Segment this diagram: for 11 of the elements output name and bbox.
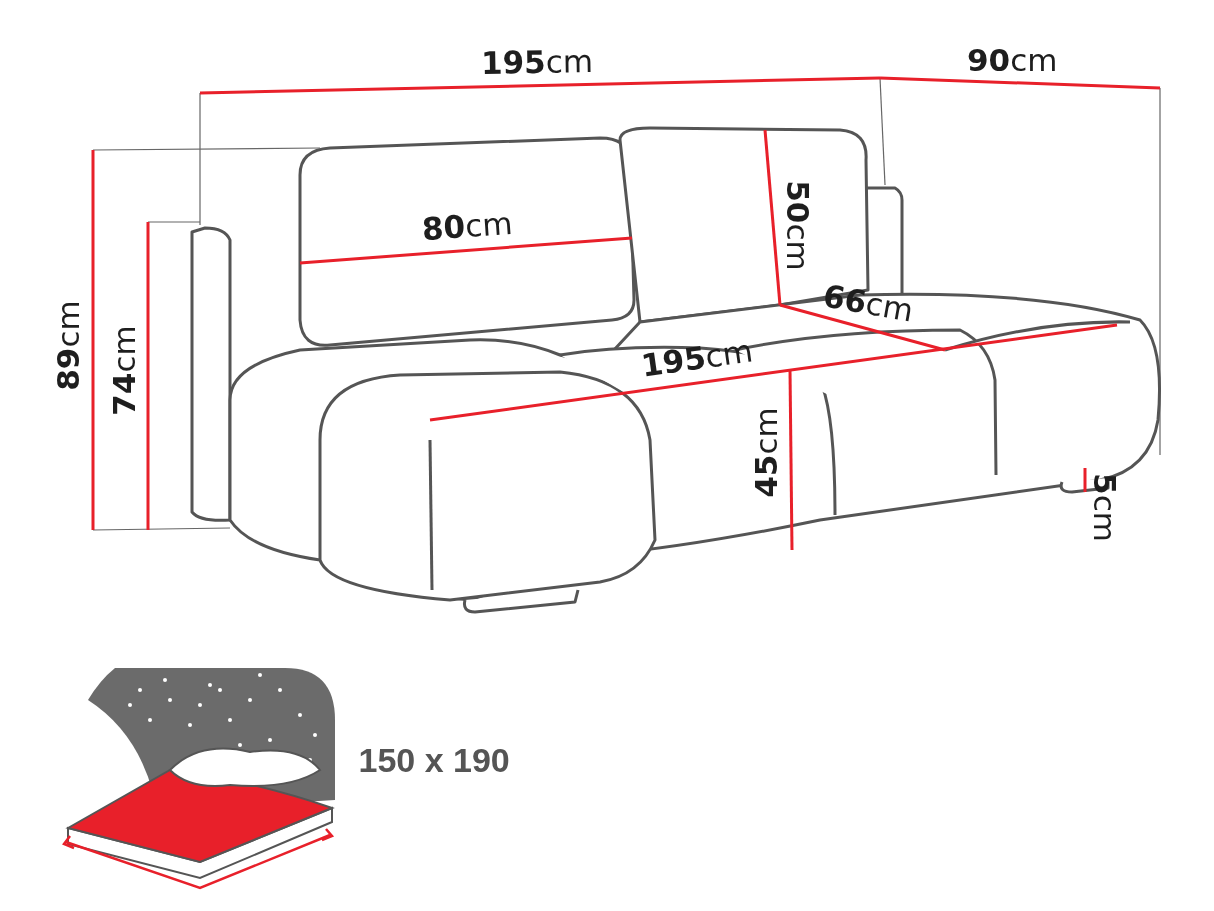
dimension-label: 74cm — [108, 324, 140, 416]
dimension-label: 5cm — [1088, 472, 1120, 542]
dimension-label: 195cm — [639, 334, 755, 382]
bed-size-label: 150 x 190 — [358, 743, 510, 777]
dimension-label: 66cm — [821, 279, 916, 327]
dimension-label: 80cm — [421, 207, 514, 245]
dimension-label: 50cm — [781, 179, 813, 271]
dimension-label: 195cm — [480, 45, 594, 79]
dimension-label: 89cm — [52, 299, 84, 391]
dimension-label: 45cm — [750, 406, 782, 498]
dimension-label: 90cm — [967, 44, 1058, 76]
